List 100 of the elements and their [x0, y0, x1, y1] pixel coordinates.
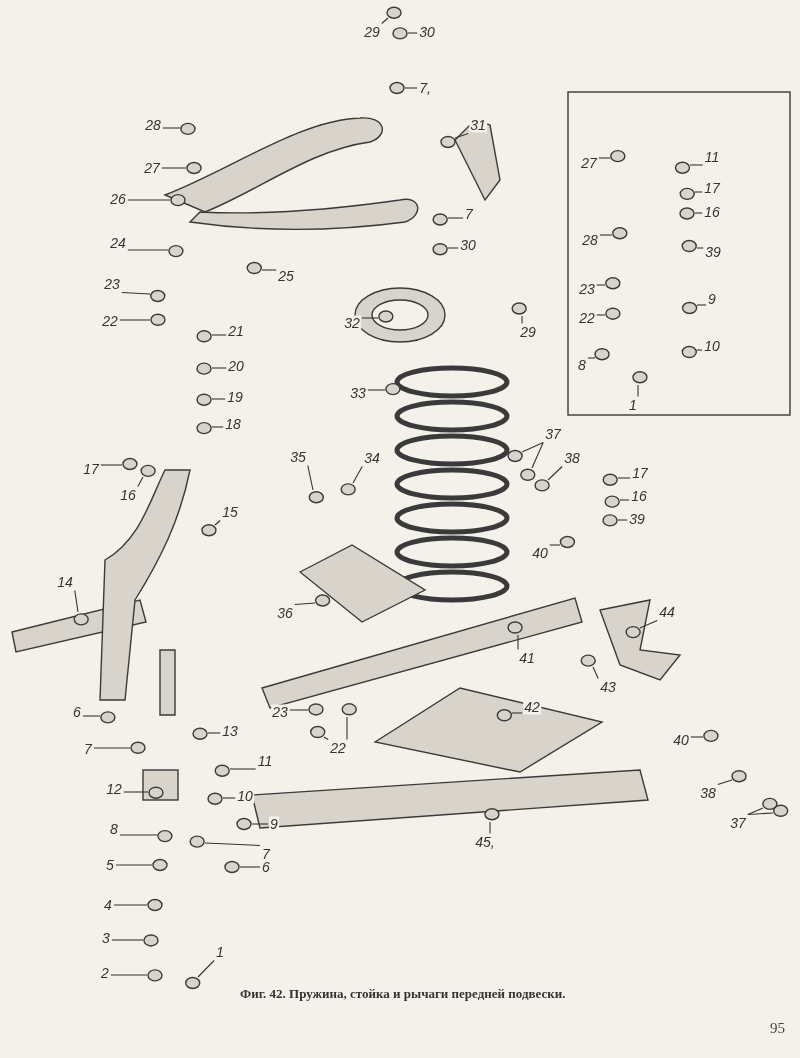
leader-line	[549, 544, 561, 546]
callout-number: 31	[469, 117, 487, 133]
leader-line	[447, 217, 464, 219]
leader-line	[596, 314, 606, 316]
leader-line	[74, 589, 79, 613]
callout-number: 27	[143, 160, 161, 176]
leader-line	[346, 716, 348, 741]
callout-number: 11	[703, 149, 721, 165]
callout-number: 40	[672, 732, 690, 748]
callout-number: 8	[577, 357, 587, 373]
leader-line	[521, 441, 544, 453]
callout-number: 2	[100, 965, 110, 981]
leader-line	[121, 291, 151, 295]
callout-number: 32	[343, 315, 361, 331]
callout-number: 16	[119, 487, 137, 503]
leader-line	[110, 974, 148, 976]
leader-line	[599, 234, 613, 236]
callout-number: 22	[329, 740, 347, 756]
leader-line	[229, 768, 257, 770]
callout-number: 1	[628, 397, 638, 413]
leader-line	[214, 519, 221, 526]
page-number: 95	[770, 1020, 785, 1037]
leader-line	[454, 132, 469, 139]
leader-line	[747, 812, 774, 816]
callout-number: 27	[580, 155, 598, 171]
leader-line	[111, 939, 144, 941]
leader-line	[239, 866, 261, 868]
leader-line	[690, 736, 704, 738]
leader-line	[289, 709, 309, 711]
leader-line	[119, 319, 151, 321]
callout-number: 17	[82, 461, 100, 477]
leader-line	[113, 904, 148, 906]
leader-line	[115, 864, 153, 866]
leader-line	[717, 779, 733, 786]
callout-number: 1	[215, 944, 225, 960]
callout-number: 7	[83, 741, 93, 757]
leader-line	[261, 269, 277, 271]
leader-line	[211, 367, 227, 369]
callout-number: 20	[227, 358, 245, 374]
leader-line	[367, 389, 386, 391]
leader-line	[123, 791, 149, 793]
leader-line	[204, 842, 261, 847]
callout-number: 11	[256, 753, 274, 769]
leader-line	[307, 464, 314, 491]
callout-number: 4	[103, 897, 113, 913]
callout-number: 39	[628, 511, 646, 527]
callout-number: 14	[56, 574, 74, 590]
callout-number: 7,	[418, 80, 432, 96]
leader-line	[127, 249, 169, 251]
callout-number: 44	[658, 604, 676, 620]
leader-line	[197, 959, 215, 978]
leader-line	[696, 304, 707, 306]
callout-number: 17	[703, 180, 721, 196]
leader-line	[407, 32, 418, 34]
leader-line	[696, 247, 704, 249]
leader-line	[521, 315, 523, 325]
callout-number: 10	[236, 788, 254, 804]
callout-number: 39	[704, 244, 722, 260]
leader-line	[639, 619, 658, 629]
leader-line	[381, 17, 389, 25]
callout-number: 26	[109, 191, 127, 207]
callout-number: 28	[581, 232, 599, 248]
leader-line	[619, 499, 630, 501]
callout-number: 38	[699, 785, 717, 801]
leader-line	[222, 797, 236, 799]
leader-line	[747, 807, 764, 816]
leader-line	[207, 732, 221, 734]
callout-number: 17	[631, 465, 649, 481]
callout-number: 29	[363, 24, 381, 40]
leader-line	[596, 284, 606, 286]
leader-line	[211, 426, 224, 428]
callout-number: 19	[226, 389, 244, 405]
callout-number: 6	[72, 704, 82, 720]
leader-line	[211, 398, 226, 400]
leader-line	[489, 821, 491, 835]
leader-line	[587, 357, 596, 359]
leader-line	[617, 477, 631, 479]
callout-number: 34	[363, 450, 381, 466]
leader-line	[511, 712, 523, 714]
callout-number: 36	[276, 605, 294, 621]
callout-number: 22	[578, 310, 596, 326]
callout-number: 8	[109, 821, 119, 837]
callout-number: 37	[544, 426, 562, 442]
callout-number: 43	[599, 679, 617, 695]
leader-line	[617, 519, 628, 521]
callout-number: 25	[277, 268, 295, 284]
callout-number: 41	[518, 650, 536, 666]
leader-line	[592, 666, 599, 680]
leader-line	[82, 715, 101, 717]
leader-line	[294, 602, 316, 606]
callout-number: 7	[464, 206, 474, 222]
callout-number: 40	[531, 545, 549, 561]
leader-line	[404, 87, 418, 89]
leader-line	[211, 334, 227, 336]
leader-line	[93, 747, 131, 749]
callout-number: 15	[221, 504, 239, 520]
callout-number: 30	[418, 24, 436, 40]
callout-number: 7	[261, 846, 271, 862]
callout-number: 33	[349, 385, 367, 401]
leader-line	[127, 199, 171, 201]
